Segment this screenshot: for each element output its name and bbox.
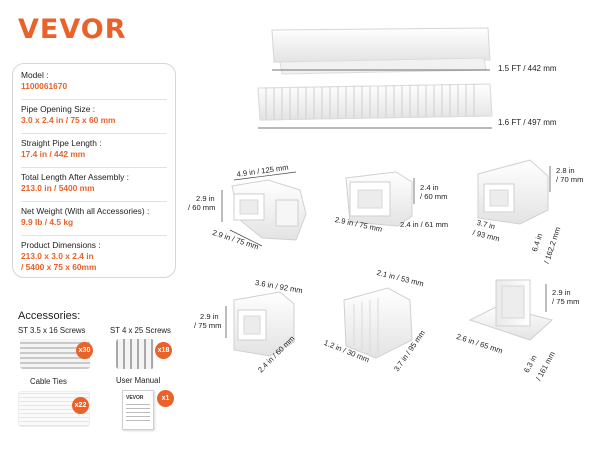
wall-cover-fitting xyxy=(468,279,554,341)
dimension-label: 2.4 in xyxy=(420,183,439,192)
dimension-label: / 75 mm xyxy=(194,321,222,330)
accessory-label: User Manual xyxy=(116,376,161,385)
spec-label: Net Weight (With all Accessories) : xyxy=(21,206,150,216)
divider xyxy=(21,133,167,134)
spec-net-weight: Net Weight (With all Accessories) : 9.9 … xyxy=(21,206,167,231)
spec-value: 213.0 in / 5400 mm xyxy=(21,183,95,193)
accessory-label: Cable Ties xyxy=(30,377,67,386)
spec-dimensions: Product Dimensions : 213.0 x 3.0 x 2.4 i… xyxy=(21,240,167,276)
dimension-label: 2.9 in xyxy=(196,194,215,203)
manual-logo: VEVOR xyxy=(126,395,144,401)
dimension-label: 2.4 in / 61 mm xyxy=(400,220,449,229)
accessories-title: Accessories: xyxy=(18,310,81,322)
flexible-duct xyxy=(257,83,493,121)
tee-fitting xyxy=(233,291,295,357)
count-badge: x30 xyxy=(76,342,93,359)
reducer-fitting xyxy=(343,287,413,359)
divider xyxy=(21,201,167,202)
manual-text-lines xyxy=(126,403,150,421)
dimension-label: 2.9 in xyxy=(552,288,571,297)
spec-value: / 5400 x 75 x 60mm xyxy=(21,262,97,272)
spec-label: Product Dimensions : xyxy=(21,240,101,250)
straight-duct xyxy=(271,27,491,75)
divider xyxy=(21,99,167,100)
brand-logo: VEVOR xyxy=(18,14,127,45)
spec-value: 213.0 x 3.0 x 2.4 in xyxy=(21,251,94,261)
spec-value: 1100061670 xyxy=(21,81,68,91)
spec-pipe-opening: Pipe Opening Size : 3.0 x 2.4 in / 75 x … xyxy=(21,104,167,129)
dimension-label: 2.8 in xyxy=(556,166,575,175)
spec-panel: Model : 1100061670 Pipe Opening Size : 3… xyxy=(12,63,176,278)
coupler-fitting xyxy=(345,171,413,227)
dimension-label: 2.9 in xyxy=(200,312,219,321)
spec-label: Straight Pipe Length : xyxy=(21,138,102,148)
divider xyxy=(21,235,167,236)
spec-label: Pipe Opening Size : xyxy=(21,104,96,114)
dimension-label: / 75 mm xyxy=(552,297,580,306)
count-badge: x22 xyxy=(72,397,89,414)
spec-label: Model : xyxy=(21,70,49,80)
accessory-label: ST 4 x 25 Screws xyxy=(110,326,171,335)
spec-value: 3.0 x 2.4 in / 75 x 60 mm xyxy=(21,115,116,125)
dimension-line xyxy=(229,229,263,247)
screw-pack-image xyxy=(116,339,154,369)
end-cap-fitting xyxy=(477,159,549,225)
count-badge: x18 xyxy=(155,342,172,359)
user-manual-image: VEVOR xyxy=(122,390,154,430)
spec-value: 17.4 in / 442 mm xyxy=(21,149,86,159)
spec-total-length: Total Length After Assembly : 213.0 in /… xyxy=(21,172,167,197)
spec-value: 9.9 lb / 4.5 kg xyxy=(21,217,74,227)
spec-straight-length: Straight Pipe Length : 17.4 in / 442 mm xyxy=(21,138,167,163)
spec-model: Model : 1100061670 xyxy=(21,70,167,95)
dimension-label: / 60 mm xyxy=(188,203,216,212)
straight-duct-length: 1.5 FT / 442 mm xyxy=(498,64,557,73)
divider xyxy=(21,167,167,168)
dimension-label: / 70 mm xyxy=(556,175,584,184)
elbow-fitting xyxy=(231,179,307,241)
accessory-label: ST 3.5 x 16 Screws xyxy=(18,326,86,335)
spec-label: Total Length After Assembly : xyxy=(21,172,130,182)
dimension-line xyxy=(233,171,297,181)
flexible-duct-length: 1.6 FT / 497 mm xyxy=(498,118,557,127)
count-badge: x1 xyxy=(157,390,174,407)
dimension-label: / 60 mm xyxy=(420,192,448,201)
